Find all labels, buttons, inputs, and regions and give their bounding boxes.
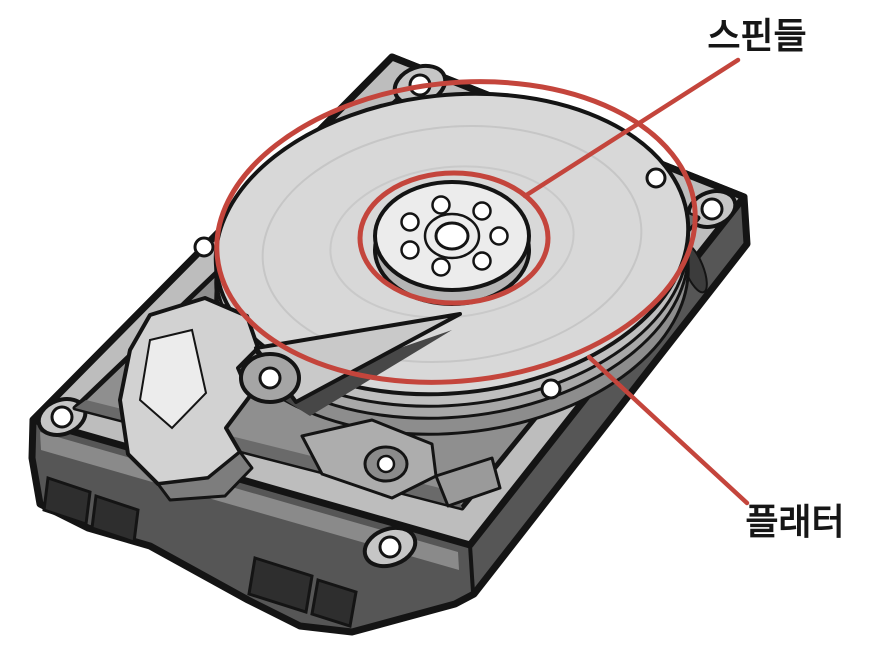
vcm-lower-step bbox=[156, 450, 254, 502]
screw bbox=[378, 535, 402, 559]
connector-block bbox=[42, 475, 92, 527]
hub-center-ring bbox=[423, 212, 481, 260]
screw bbox=[50, 405, 74, 429]
hub-screw-hole bbox=[400, 240, 420, 260]
connector-block bbox=[247, 556, 314, 614]
platter-ring bbox=[329, 165, 575, 319]
screw bbox=[645, 167, 667, 189]
platter-ring bbox=[261, 124, 643, 364]
screw bbox=[700, 197, 724, 221]
hub-screw-hole bbox=[431, 257, 451, 277]
screw bbox=[193, 236, 215, 258]
spindle-hub bbox=[373, 180, 531, 306]
hub-screw-hole bbox=[400, 212, 420, 232]
platter-leader-line bbox=[586, 354, 750, 506]
hub-screw-hole bbox=[489, 226, 509, 246]
base-casting bbox=[300, 418, 502, 508]
hub-screw-hole bbox=[472, 201, 492, 221]
casting-step bbox=[434, 456, 502, 508]
case-edge-line bbox=[468, 544, 475, 593]
post-screw bbox=[376, 454, 396, 474]
spindle-label: 스핀들 bbox=[707, 15, 806, 56]
hub-center-hole bbox=[434, 221, 470, 251]
pivot-screw bbox=[258, 366, 282, 390]
spindle-leader-line bbox=[522, 57, 741, 199]
connector-block bbox=[310, 578, 358, 628]
hub-screw-hole bbox=[431, 195, 451, 215]
connector-block bbox=[90, 493, 140, 545]
vcm-top-plate bbox=[138, 328, 208, 430]
platter-highlight-circle bbox=[214, 79, 698, 385]
spindle-highlight-circle bbox=[357, 170, 551, 306]
platter-label: 플래터 bbox=[745, 501, 844, 542]
annotations bbox=[214, 57, 750, 506]
hub-screw-hole bbox=[472, 251, 492, 271]
screw bbox=[540, 378, 562, 400]
case-screws bbox=[50, 73, 724, 559]
